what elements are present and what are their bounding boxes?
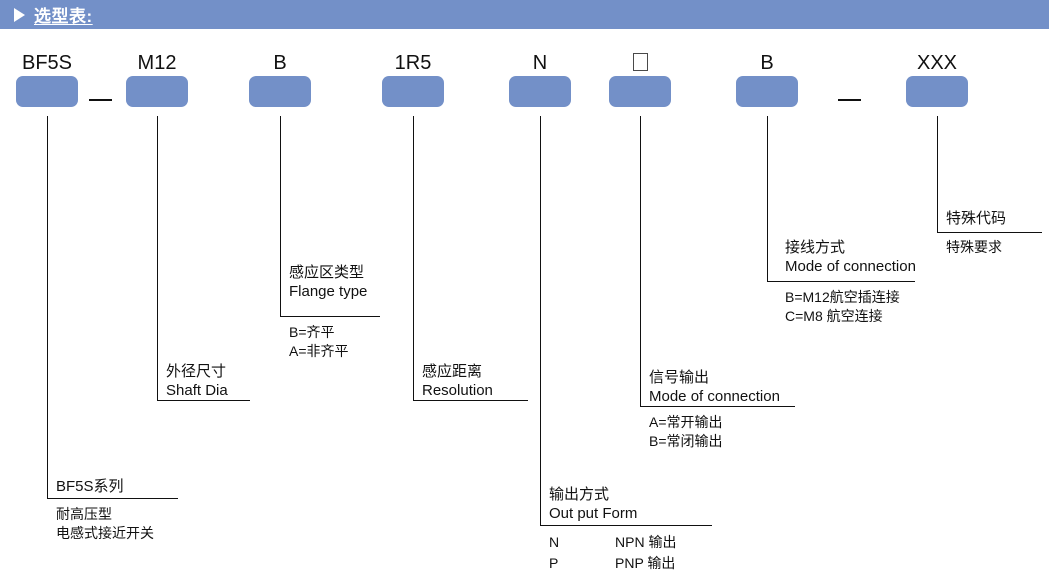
callout-connection-mode: 接线方式 Mode of connection <box>776 238 916 276</box>
leader-underline-special-code <box>937 232 1042 233</box>
leader-line-series <box>47 116 48 498</box>
callout-output-form: 输出方式 Out put Form <box>540 485 637 523</box>
code-label-signal-output <box>609 52 671 76</box>
callout-special-code-sub: 特殊要求 <box>946 238 1002 257</box>
empty-square-icon <box>632 53 648 71</box>
callout-shaft-dia-en: Shaft Dia <box>166 382 228 399</box>
code-segment-flange-type: B <box>249 52 311 107</box>
callout-signal-output-sub-1: B=常闭输出 <box>649 433 723 449</box>
callout-series: BF5S系列 <box>47 477 124 496</box>
leader-line-output-form <box>540 116 541 525</box>
output-form-option-table: N NPN 输出 P PNP 输出 <box>549 532 676 574</box>
callout-shaft-dia-cn: 外径尺寸 <box>166 363 227 380</box>
callout-output-form-en: Out put Form <box>549 505 638 522</box>
callout-resolution: 感应距离 Resolution <box>413 362 493 400</box>
callout-flange-type-sub-0: B=齐平 <box>289 324 335 340</box>
leader-underline-flange-type <box>280 316 380 317</box>
code-segment-shaft-dia: M12 <box>126 52 188 107</box>
callout-resolution-cn: 感应距离 <box>422 363 483 380</box>
leader-line-shaft-dia <box>157 116 158 400</box>
callout-signal-output-cn: 信号输出 <box>649 369 710 386</box>
code-box-signal-output[interactable] <box>609 76 671 107</box>
leader-line-resolution <box>413 116 414 400</box>
code-box-resolution[interactable] <box>382 76 444 107</box>
page-title: 选型表: <box>34 7 93 26</box>
code-box-flange-type[interactable] <box>249 76 311 107</box>
leader-underline-shaft-dia <box>157 400 250 401</box>
callout-resolution-en: Resolution <box>422 382 493 399</box>
code-box-special-code[interactable] <box>906 76 968 107</box>
code-label-output-form: N <box>532 52 548 74</box>
leader-underline-signal-output <box>640 406 795 407</box>
output-form-option-key-1: P <box>549 555 559 571</box>
output-form-option-value-0: NPN 输出 <box>615 534 677 550</box>
callout-series-sub-0: 耐高压型 <box>56 506 112 522</box>
code-label-connection-mode: B <box>760 52 774 74</box>
callout-flange-type: 感应区类型 Flange type <box>280 263 367 301</box>
code-segment-connection-mode: B <box>736 52 798 107</box>
code-segment-special-code: XXX <box>906 52 968 107</box>
leader-underline-connection-mode <box>767 281 915 282</box>
code-label-special-code: XXX <box>916 52 958 74</box>
code-segment-series: BF5S <box>16 52 78 107</box>
code-box-connection-mode[interactable] <box>736 76 798 107</box>
callout-special-code: 特殊代码 <box>946 209 1006 228</box>
callout-output-form-cn: 输出方式 <box>549 486 610 503</box>
callout-signal-output-sub-0: A=常开输出 <box>649 414 723 430</box>
code-label-flange-type: B <box>273 52 287 74</box>
callout-shaft-dia: 外径尺寸 Shaft Dia <box>157 362 228 400</box>
callout-flange-type-options: B=齐平 A=非齐平 <box>280 323 349 361</box>
callout-series-sub: 耐高压型 电感式接近开关 <box>47 505 154 543</box>
code-label-resolution: 1R5 <box>394 52 432 74</box>
code-separator-dash-1 <box>89 99 112 101</box>
output-form-option-row: N NPN 输出 <box>549 532 676 553</box>
section-header-bar: 选型表: <box>0 0 1049 29</box>
code-segment-signal-output <box>609 52 671 107</box>
triangle-right-icon <box>14 7 25 22</box>
callout-connection-mode-cn: 接线方式 <box>785 239 846 256</box>
output-form-option-value-1: PNP 输出 <box>615 555 676 571</box>
leader-line-signal-output <box>640 116 641 406</box>
callout-connection-mode-sub-1: C=M8 航空连接 <box>785 308 883 324</box>
code-box-series[interactable] <box>16 76 78 107</box>
callout-connection-mode-en: Mode of connection <box>785 258 916 275</box>
callout-series-cn: BF5S系列 <box>56 478 124 495</box>
callout-flange-type-sub-1: A=非齐平 <box>289 343 349 359</box>
code-label-shaft-dia: M12 <box>137 52 177 74</box>
leader-underline-output-form <box>540 525 712 526</box>
callout-series-sub-1: 电感式接近开关 <box>56 525 154 541</box>
callout-special-code-sub-0: 特殊要求 <box>946 239 1002 255</box>
code-box-output-form[interactable] <box>509 76 571 107</box>
leader-underline-resolution <box>413 400 528 401</box>
code-segment-resolution: 1R5 <box>382 52 444 107</box>
leader-line-connection-mode <box>767 116 768 281</box>
leader-line-special-code <box>937 116 938 232</box>
callout-connection-mode-sub-0: B=M12航空插连接 <box>785 289 900 305</box>
output-form-option-row: P PNP 输出 <box>549 553 676 574</box>
callout-signal-output: 信号输出 Mode of connection <box>640 368 780 406</box>
callout-signal-output-options: A=常开输出 B=常闭输出 <box>640 413 723 451</box>
callout-flange-type-cn: 感应区类型 <box>289 264 365 281</box>
callout-flange-type-en: Flange type <box>289 283 368 300</box>
leader-line-flange-type <box>280 116 281 316</box>
code-segment-output-form: N <box>509 52 571 107</box>
code-label-series: BF5S <box>21 52 73 74</box>
callout-signal-output-en: Mode of connection <box>649 388 780 405</box>
callout-special-code-cn: 特殊代码 <box>946 210 1007 227</box>
code-separator-dash-2 <box>838 99 861 101</box>
code-box-shaft-dia[interactable] <box>126 76 188 107</box>
output-form-option-key-0: N <box>549 534 560 550</box>
callout-connection-mode-options: B=M12航空插连接 C=M8 航空连接 <box>776 288 900 326</box>
leader-underline-series <box>47 498 178 499</box>
